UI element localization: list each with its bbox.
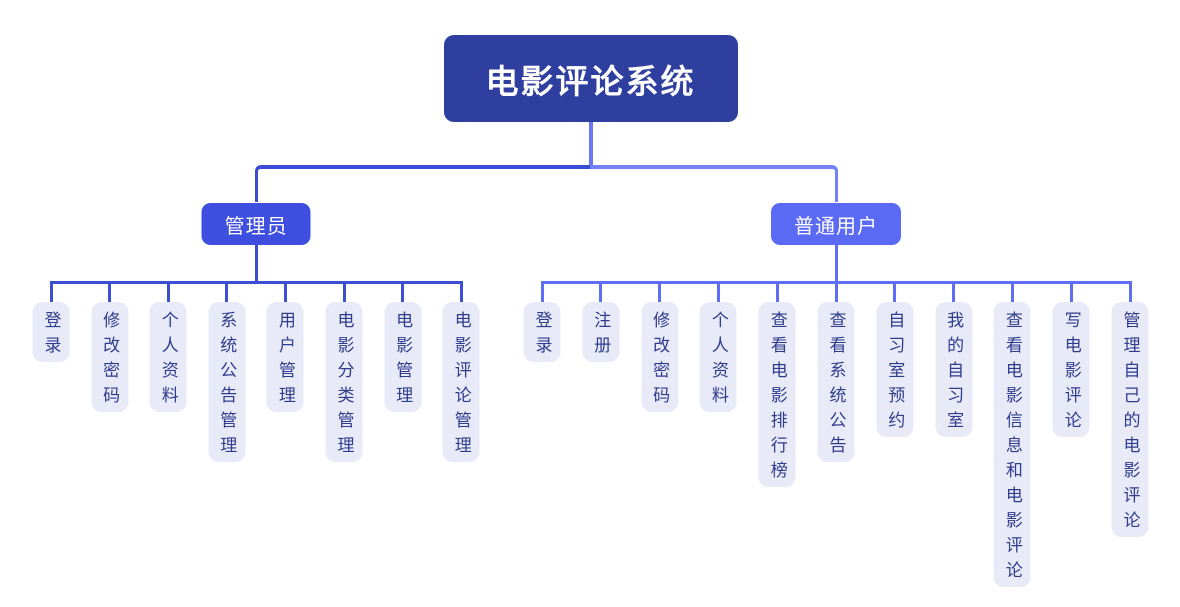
connector-admin-leaf-stub bbox=[49, 281, 53, 306]
connector-user-leaf-stub bbox=[540, 281, 544, 306]
connector-user-leaf-stub bbox=[1128, 281, 1132, 306]
connector-root-to-user-branch bbox=[590, 165, 838, 202]
connector-admin-leaf-stub bbox=[108, 281, 112, 306]
connector-user-leaf-stub bbox=[775, 281, 779, 306]
user-leaf-node[interactable]: 个人资料 bbox=[699, 302, 737, 412]
user-leaf-node[interactable]: 写电影评论 bbox=[1052, 302, 1090, 437]
user-leaf-node[interactable]: 查看电影排行榜 bbox=[758, 302, 796, 487]
admin-leaf-node[interactable]: 电影分类管理 bbox=[325, 302, 363, 462]
connector-user-leaf-stub bbox=[599, 281, 603, 306]
connector-user-leaf-stub bbox=[1069, 281, 1073, 306]
connector-admin-leaf-stub bbox=[342, 281, 346, 306]
user-branch-node[interactable]: 普通用户 bbox=[771, 203, 901, 245]
connector-root-to-admin-branch bbox=[254, 165, 591, 202]
connector-admin-children-bus bbox=[49, 281, 463, 284]
admin-leaf-node[interactable]: 电影评论管理 bbox=[442, 302, 480, 462]
connector-admin-leaf-stub bbox=[459, 281, 463, 306]
user-leaf-node[interactable]: 登录 bbox=[523, 302, 561, 362]
user-leaf-node[interactable]: 我的自习室 bbox=[935, 302, 973, 437]
connector-user-leaf-stub bbox=[952, 281, 956, 306]
connector-user-leaf-stub bbox=[834, 281, 838, 306]
admin-leaf-node[interactable]: 修改密码 bbox=[91, 302, 129, 412]
admin-leaf-node[interactable]: 登录 bbox=[32, 302, 70, 362]
admin-leaf-node[interactable]: 个人资料 bbox=[149, 302, 187, 412]
connector-user-leaf-stub bbox=[1010, 281, 1014, 306]
connector-admin-leaf-stub bbox=[166, 281, 170, 306]
user-leaf-node[interactable]: 管理自己的电影评论 bbox=[1111, 302, 1149, 537]
user-leaf-node[interactable]: 查看电影信息和电影评论 bbox=[993, 302, 1031, 587]
admin-leaf-node[interactable]: 系统公告管理 bbox=[208, 302, 246, 462]
admin-leaf-node[interactable]: 电影管理 bbox=[384, 302, 422, 412]
user-leaf-node[interactable]: 修改密码 bbox=[641, 302, 679, 412]
admin-leaf-node[interactable]: 用户管理 bbox=[266, 302, 304, 412]
connector-admin-leaf-stub bbox=[283, 281, 287, 306]
user-leaf-node[interactable]: 查看系统公告 bbox=[817, 302, 855, 462]
connector-admin-leaf-stub bbox=[401, 281, 405, 306]
root-node[interactable]: 电影评论系统 bbox=[443, 35, 738, 122]
admin-branch-node[interactable]: 管理员 bbox=[201, 203, 311, 245]
connector-admin-leaf-stub bbox=[225, 281, 229, 306]
connector-admin-node-to-bus bbox=[254, 245, 258, 283]
user-leaf-node[interactable]: 自习室预约 bbox=[876, 302, 914, 437]
connector-user-leaf-stub bbox=[716, 281, 720, 306]
root-vertical-connector-line bbox=[588, 122, 593, 169]
connector-user-node-to-bus bbox=[834, 245, 838, 283]
user-leaf-node[interactable]: 注册 bbox=[582, 302, 620, 362]
connector-user-leaf-stub bbox=[893, 281, 897, 306]
connector-user-leaf-stub bbox=[658, 281, 662, 306]
